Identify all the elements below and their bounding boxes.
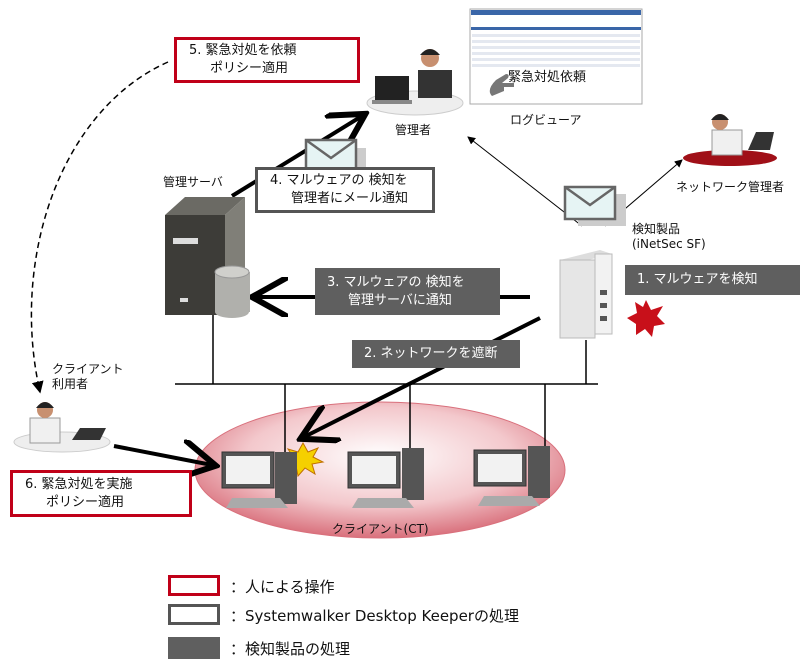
log-viewer-screenshot	[469, 8, 643, 105]
step-6-box: 6. 緊急対処を実施 ポリシー適用	[10, 470, 192, 517]
client-pc-icons	[221, 446, 550, 508]
arrow-block-network	[304, 316, 541, 437]
network-admin-person-icon	[683, 114, 777, 166]
step-5-box: 5. 緊急対処を依頼 ポリシー適用	[174, 37, 360, 83]
step-6-line2: ポリシー適用	[46, 494, 125, 510]
detector-device-icon	[559, 250, 613, 339]
client-user-label-line1: クライアント	[52, 362, 124, 376]
clients-label: クライアント(CT)	[332, 522, 429, 536]
step-4-line1: 4. マルウェアの 検知を	[270, 173, 408, 188]
legend-swatch-human	[168, 575, 220, 596]
step-4-line2: 管理者にメール通知	[291, 191, 409, 206]
arrow-user-client	[113, 446, 212, 465]
client-user-label-line2: 利用者	[52, 377, 89, 391]
admin-person-icon	[366, 49, 464, 116]
client-user-label: クライアント 利用者	[52, 362, 124, 392]
mgmt-server-label: 管理サーバ	[163, 175, 223, 189]
detector-label: 検知製品 (iNetSec SF)	[632, 222, 706, 252]
client-user-person-icon	[13, 402, 111, 453]
network-admin-label: ネットワーク管理者	[676, 180, 785, 194]
legend-swatch-keeper	[168, 604, 220, 625]
step-1-text: 1. マルウェアを検知	[637, 272, 758, 287]
step-4-box: 4. マルウェアの 検知を 管理者にメール通知	[255, 167, 435, 213]
admin-label: 管理者	[395, 123, 432, 137]
step-3-line2: 管理サーバに通知	[348, 292, 452, 308]
step-5-line2: ポリシー適用	[210, 61, 289, 76]
step-3-line1: 3. マルウェアの 検知を	[327, 274, 465, 290]
dashed-arrow-policy	[30, 61, 169, 394]
legend-text-human: ：人による操作	[230, 578, 335, 596]
management-server-icon	[165, 197, 250, 318]
step-6-line1: 6. 緊急対処を実施	[25, 476, 133, 492]
legend-text-keeper: ：Systemwalker Desktop Keeperの処理	[230, 607, 519, 625]
detector-label-line2: (iNetSec SF)	[632, 237, 706, 251]
network-bus	[175, 315, 598, 455]
step-5-line1: 5. 緊急対処を依頼	[189, 43, 297, 58]
mail-envelope-icon	[563, 185, 626, 226]
log-viewer-action-text[interactable]: 緊急対処依頼	[508, 70, 587, 85]
step-3-box: 3. マルウェアの 検知を 管理サーバに通知	[315, 268, 500, 315]
arrow-mail-admin	[230, 116, 362, 198]
arrow-to-admin	[467, 136, 583, 227]
malware-icon	[627, 300, 665, 337]
step-1-box: 1. マルウェアを検知	[625, 265, 800, 295]
legend-text-detector: ：検知製品の処理	[230, 640, 351, 658]
log-viewer-label: ログビューア	[510, 113, 582, 127]
step-2-box: 2. ネットワークを遮断	[352, 340, 520, 368]
legend-swatch-detector	[168, 637, 220, 659]
step-2-text: 2. ネットワークを遮断	[364, 346, 498, 361]
detector-label-line1: 検知製品	[632, 222, 681, 236]
